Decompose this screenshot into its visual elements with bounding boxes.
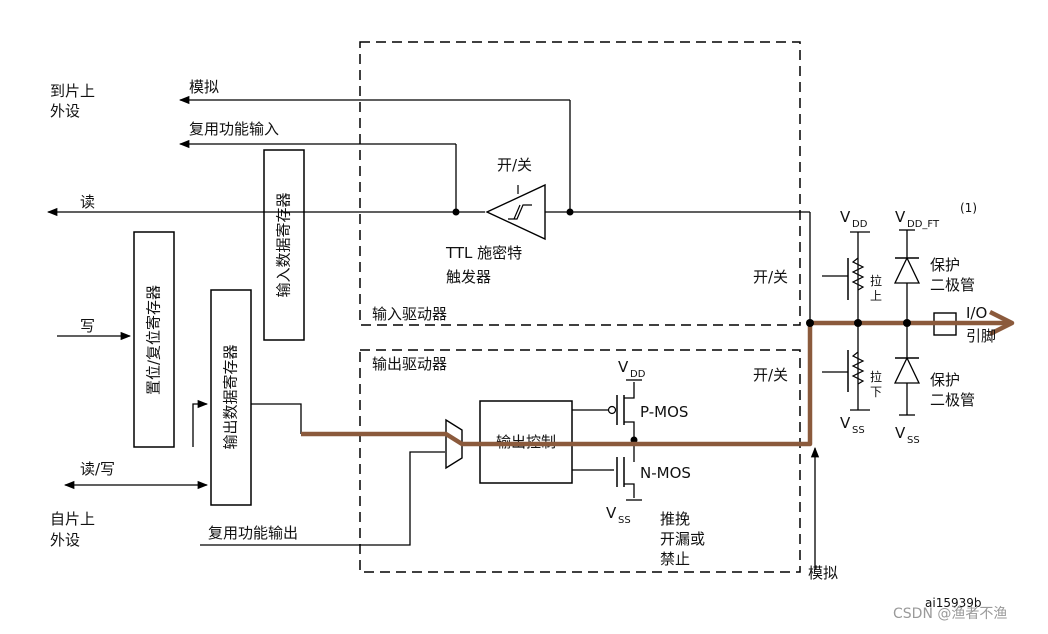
output-path-highlight <box>301 320 1010 447</box>
vdd-main-v: V <box>618 358 629 376</box>
vdd-pull-sub: DD <box>852 219 868 230</box>
vdd-pull-v: V <box>840 208 851 226</box>
output-driver-box <box>359 349 801 573</box>
schmitt-trigger-icon <box>485 183 546 241</box>
bit-set-reset-register-box <box>133 231 175 448</box>
pull-up-line1: 拉 <box>870 273 882 288</box>
to-onchip-periph-line2: 外设 <box>50 102 80 120</box>
output-data-register-box <box>210 289 252 506</box>
input-data-register-box <box>263 149 305 341</box>
vss-main-sub: SS <box>618 515 631 526</box>
protect-diode-bottom-line1: 保护 <box>930 371 960 389</box>
push-pull-line3: 禁止 <box>660 550 690 568</box>
output-data-register-label: 输出数据寄存器 <box>222 344 240 449</box>
push-pull-line1: 推挽 <box>660 510 690 528</box>
bit-set-reset-register-label: 置位/复位寄存器 <box>145 285 163 395</box>
switch-output-driver-label: 开/关 <box>753 366 788 384</box>
watermark: CSDN @渔者不渔 <box>893 606 1007 622</box>
vdd-ft-sub: DD_FT <box>907 219 940 230</box>
analog-bottom-label: 模拟 <box>808 564 838 582</box>
vss-diode-v: V <box>895 424 906 442</box>
to-onchip-periph-line1: 到片上 <box>50 82 95 100</box>
analog-top-label: 模拟 <box>189 78 219 96</box>
vss-pull-v: V <box>840 414 851 432</box>
vdd-ft-note: (1) <box>960 201 977 215</box>
read-label: 读 <box>80 193 95 211</box>
output-mux-icon <box>445 418 463 470</box>
vss-diode-sub: SS <box>907 435 920 446</box>
io-pin-line1: I/O <box>966 304 987 322</box>
pull-up-line2: 上 <box>870 289 882 303</box>
read-write-label: 读/写 <box>80 460 115 478</box>
protect-diode-bottom-line2: 二极管 <box>930 391 975 409</box>
protect-diode-top-icon <box>893 256 921 284</box>
alt-func-output-label: 复用功能输出 <box>208 524 298 542</box>
ttl-schmitt-line2: 触发器 <box>446 268 491 286</box>
from-onchip-periph-line2: 外设 <box>50 531 80 549</box>
protect-diode-bottom-icon <box>893 356 921 384</box>
output-driver-label: 输出驱动器 <box>372 355 447 373</box>
vss-main-v: V <box>606 504 617 522</box>
ttl-schmitt-line1: TTL 施密特 <box>445 244 522 262</box>
vdd-ft-v: V <box>895 208 906 226</box>
vss-pull-sub: SS <box>852 425 865 436</box>
io-pin-line2: 引脚 <box>966 327 996 345</box>
input-driver-box <box>359 41 801 326</box>
vdd-main-sub: DD <box>630 369 646 380</box>
pull-down-resistor-icon <box>851 351 865 385</box>
pull-down-line2: 下 <box>870 385 882 399</box>
figure-id: ai15939b <box>925 596 981 610</box>
switch-input-driver-label: 开/关 <box>753 268 788 286</box>
protect-diode-top-line1: 保护 <box>930 256 960 274</box>
protect-diode-top-line2: 二极管 <box>930 276 975 294</box>
pull-up-resistor-icon <box>851 257 865 291</box>
input-driver-label: 输入驱动器 <box>372 305 447 323</box>
input-data-register-label: 输入数据寄存器 <box>275 192 293 297</box>
pull-down-line1: 拉 <box>870 369 882 384</box>
nmos-label: N-MOS <box>640 464 691 482</box>
write-label: 写 <box>80 317 95 335</box>
from-onchip-periph-line1: 自片上 <box>50 510 95 528</box>
pmos-label: P-MOS <box>640 403 688 421</box>
switch-top-label: 开/关 <box>497 156 532 174</box>
alt-func-input-label: 复用功能输入 <box>189 120 279 138</box>
push-pull-line2: 开漏或 <box>660 530 705 548</box>
